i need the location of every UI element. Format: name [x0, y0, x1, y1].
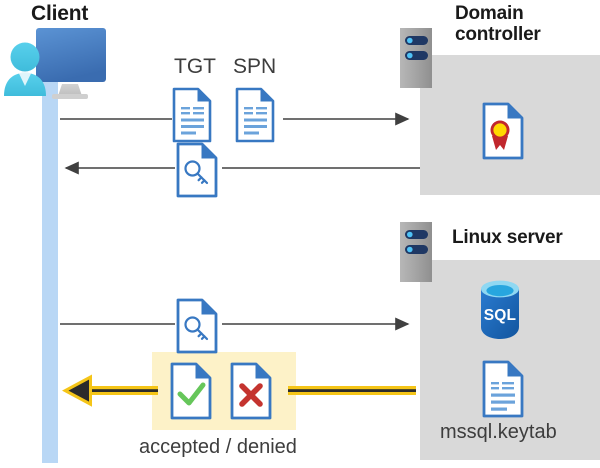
- domain-controller-panel: [420, 55, 600, 195]
- client-title: Client: [31, 2, 89, 25]
- service-ticket-key-document-icon-1: [176, 142, 218, 198]
- spn-document-icon: [235, 87, 275, 143]
- domain-controller-title-line2: controller: [455, 24, 541, 46]
- accepted-denied-highlight: [152, 352, 296, 430]
- accepted-denied-caption: accepted / denied: [139, 436, 297, 458]
- spn-label: SPN: [233, 55, 277, 78]
- tgt-document-icon: [172, 87, 212, 143]
- service-ticket-key-document-icon-2: [176, 298, 218, 354]
- client-lifeline: [42, 78, 58, 463]
- domain-controller-title: Domain controller: [455, 3, 541, 46]
- linux-server-title: Linux server: [452, 227, 563, 248]
- keytab-label: mssql.keytab: [440, 421, 557, 443]
- tgt-label: TGT: [174, 55, 216, 78]
- domain-controller-title-line1: Domain: [455, 3, 524, 24]
